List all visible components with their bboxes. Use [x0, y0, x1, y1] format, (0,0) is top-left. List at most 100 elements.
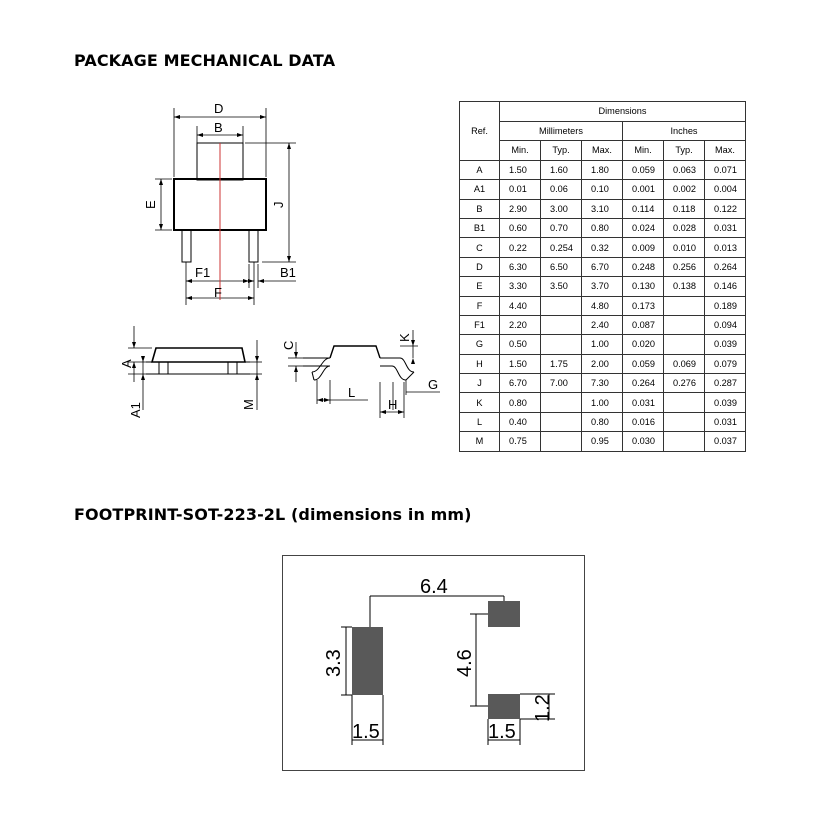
value-cell-mm-max: 0.80	[581, 411, 623, 433]
value-cell-in-min: 0.030	[622, 431, 664, 452]
ref-cell: E	[459, 276, 500, 297]
value-cell-mm-min: 0.22	[499, 237, 541, 258]
label-E: E	[143, 200, 158, 209]
ref-cell: J	[459, 373, 500, 394]
ref-cell: M	[459, 431, 500, 452]
value-cell-in-max: 0.264	[704, 256, 746, 278]
pad-height-label: 3.3	[323, 649, 345, 677]
value-cell-mm-typ	[540, 334, 582, 355]
label-A1: A1	[128, 402, 143, 418]
value-cell-mm-max: 2.40	[581, 314, 623, 336]
value-cell-in-max: 0.071	[704, 159, 746, 181]
value-cell-in-typ: 0.138	[663, 276, 705, 297]
value-cell-in-max: 0.079	[704, 353, 746, 375]
small-pad-top	[488, 601, 520, 627]
value-cell-mm-typ	[540, 392, 582, 413]
side-view-drawing: A A1 M	[119, 326, 262, 418]
value-cell-in-typ	[663, 334, 705, 355]
value-cell-in-typ: 0.028	[663, 217, 705, 239]
ref-cell: F	[459, 295, 500, 316]
value-cell-mm-typ: 7.00	[540, 373, 582, 394]
value-cell-in-max: 0.094	[704, 314, 746, 336]
pad-spacing-label: 4.6	[454, 649, 476, 677]
value-cell-mm-max: 6.70	[581, 256, 623, 278]
value-cell-mm-max: 0.32	[581, 237, 623, 258]
value-cell-mm-typ	[540, 314, 582, 336]
value-cell-mm-typ: 0.06	[540, 179, 582, 200]
label-J: J	[271, 202, 286, 209]
value-cell-mm-min: 0.80	[499, 392, 541, 413]
value-cell-in-max: 0.122	[704, 198, 746, 219]
value-cell-in-min: 0.024	[622, 217, 664, 239]
lead-detail-drawing: C K L H G	[282, 330, 440, 418]
value-cell-in-min: 0.031	[622, 392, 664, 413]
large-pad	[352, 627, 383, 695]
dimensions-table: Ref. Dimensions Millimeters Inches Min. …	[459, 101, 746, 452]
label-L: L	[348, 385, 355, 400]
ref-cell: B1	[459, 217, 500, 239]
ref-cell: F1	[459, 314, 500, 336]
value-cell-in-typ: 0.256	[663, 256, 705, 278]
mm-max-header: Max.	[581, 140, 623, 161]
value-cell-in-min: 0.130	[622, 276, 664, 297]
value-cell-in-max: 0.013	[704, 237, 746, 258]
ref-cell: C	[459, 237, 500, 258]
ref-cell: A	[459, 159, 500, 181]
value-cell-in-min: 0.248	[622, 256, 664, 278]
value-cell-mm-min: 0.75	[499, 431, 541, 452]
value-cell-mm-max: 4.80	[581, 295, 623, 316]
label-C: C	[282, 341, 296, 350]
value-cell-in-min: 0.001	[622, 179, 664, 200]
ref-cell: L	[459, 411, 500, 433]
value-cell-in-max: 0.037	[704, 431, 746, 452]
value-cell-mm-typ: 6.50	[540, 256, 582, 278]
value-cell-mm-min: 0.40	[499, 411, 541, 433]
value-cell-in-max: 0.189	[704, 295, 746, 316]
value-cell-in-max: 0.287	[704, 373, 746, 394]
value-cell-in-typ	[663, 295, 705, 316]
value-cell-in-typ	[663, 392, 705, 413]
ref-cell: D	[459, 256, 500, 278]
ref-header: Ref.	[459, 101, 500, 161]
value-cell-mm-max: 1.00	[581, 392, 623, 413]
footprint-drawing: 6.4 3.3 4.6 1.2 1.5 1.5	[323, 576, 555, 745]
value-cell-in-min: 0.114	[622, 198, 664, 219]
label-D: D	[214, 101, 223, 116]
value-cell-mm-min: 1.50	[499, 159, 541, 181]
value-cell-mm-typ: 0.70	[540, 217, 582, 239]
ref-cell: G	[459, 334, 500, 355]
value-cell-mm-typ: 1.75	[540, 353, 582, 375]
mm-typ-header: Typ.	[540, 140, 582, 161]
value-cell-mm-max: 0.95	[581, 431, 623, 452]
value-cell-in-min: 0.264	[622, 373, 664, 394]
value-cell-in-typ	[663, 314, 705, 336]
label-M: M	[241, 399, 256, 410]
value-cell-in-typ: 0.276	[663, 373, 705, 394]
value-cell-mm-min: 4.40	[499, 295, 541, 316]
value-cell-mm-max: 1.00	[581, 334, 623, 355]
footprint-heading: FOOTPRINT-SOT-223-2L (dimensions in mm)	[74, 505, 472, 524]
pads	[352, 601, 520, 719]
value-cell-mm-typ: 3.00	[540, 198, 582, 219]
value-cell-in-max: 0.031	[704, 411, 746, 433]
large-pad-width-label: 1.5	[352, 721, 380, 743]
top-view-drawing: D B E J F1 B1 F	[143, 101, 296, 305]
value-cell-mm-min: 0.60	[499, 217, 541, 239]
in-min-header: Min.	[622, 140, 664, 161]
mm-min-header: Min.	[499, 140, 541, 161]
value-cell-mm-max: 3.70	[581, 276, 623, 297]
value-cell-in-min: 0.059	[622, 353, 664, 375]
small-pad-height-label: 1.2	[532, 694, 554, 722]
value-cell-in-max: 0.039	[704, 392, 746, 413]
value-cell-mm-max: 0.80	[581, 217, 623, 239]
ref-cell: B	[459, 198, 500, 219]
ref-cell: K	[459, 392, 500, 413]
